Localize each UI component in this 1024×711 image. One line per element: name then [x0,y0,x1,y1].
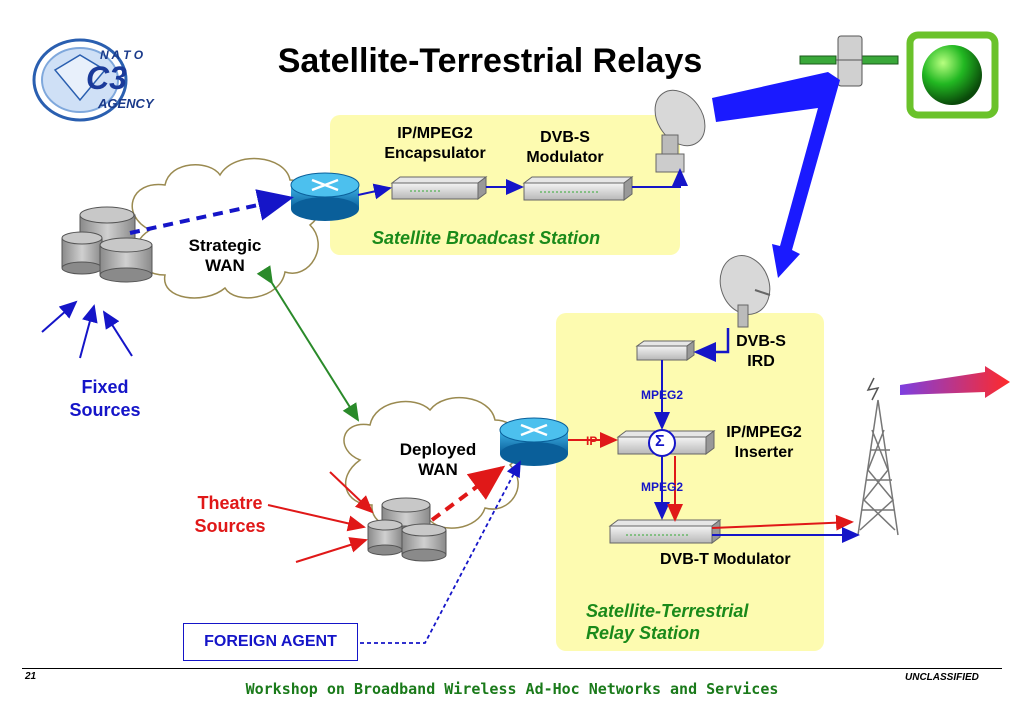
satellite-link-beam [712,72,840,278]
strategic-wan-cloud [131,157,321,299]
dvbs-ird-label: DVB-S IRD [736,333,786,370]
deployed-wan-label: Deployed WAN [399,440,477,479]
logo-nato-text: N A T O [100,48,144,62]
encapsulator-label: IP/MPEG2 Encapsulator [384,125,486,162]
dvbt-modulator-label: DVB-T Modulator [660,551,791,568]
relay-station-box [556,313,824,651]
fixed-sources-label: Fixed Sources [69,377,141,420]
sigma-label: Σ [655,433,665,450]
theatre-sources-database-icon [367,497,447,562]
downlink-dish-icon [719,255,771,328]
dvbs-modulator-label: DVB-S Modulator [526,129,604,166]
uplink-dish-icon [654,89,706,173]
page-number: 21 [25,671,37,682]
logo-c3-text: C3 [86,60,127,96]
connections [41,168,860,644]
mpeg2-bottom-label: MPEG2 [641,480,684,494]
footer-divider [22,668,1002,669]
nato-c3-agency-logo [32,38,128,122]
foreign-agent-label: FOREIGN AGENT [204,633,337,650]
satellite-station-label: Satellite Broadcast Station [372,228,601,248]
foreign-agent-box: FOREIGN AGENT [183,623,358,661]
dvbs-ird-device [635,340,696,361]
satellite-icon [799,35,899,87]
fixed-sources-database-icon [61,206,153,283]
page-title: Satellite-Terrestrial Relays [277,42,703,80]
strategic-wan-label: Strategic WAN [188,236,262,275]
transmitter-tower-icon [857,377,899,536]
inserter-label: IP/MPEG2 Inserter [726,424,802,461]
strategic-router-icon [290,172,360,221]
mpeg2-top-label: MPEG2 [641,388,684,402]
globe-logo [906,31,999,119]
satellite-station-box [330,115,680,255]
dvbt-modulator-device [608,519,722,544]
dvbs-modulator-device [522,176,634,201]
workshop-footer: Workshop on Broadband Wireless Ad-Hoc Ne… [245,680,779,698]
deployed-router-icon [499,417,569,466]
broadcast-beam [900,366,1010,398]
relay-station-label: Satellite-Terrestrial Relay Station [586,601,749,643]
ip-label: IP [586,434,598,448]
theatre-sources-label: Theatre Sources [194,493,266,536]
logo-agency-text: AGENCY [98,96,154,111]
encapsulator-device [390,176,488,200]
classification-label: UNCLASSIFIED [905,672,979,683]
